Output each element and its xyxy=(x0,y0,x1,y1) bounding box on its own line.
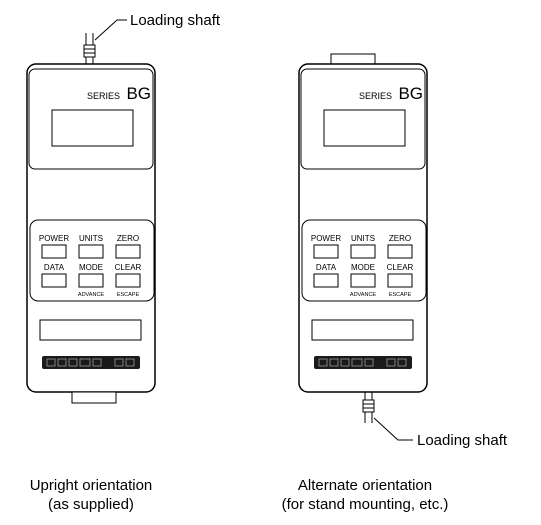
device-upright: Loading shaft SERIES BG POWER UNITS ZERO… xyxy=(26,12,221,404)
display-bezel xyxy=(300,68,426,170)
keypad-panel xyxy=(29,219,155,302)
power-label: POWER xyxy=(39,234,69,243)
loading-shaft-bottom xyxy=(362,392,375,423)
clear-label: CLEAR xyxy=(115,263,142,272)
mode-button[interactable] xyxy=(350,273,376,288)
series-label: SERIES BG xyxy=(359,84,423,103)
caption-alternate: Alternate orientation (for stand mountin… xyxy=(235,476,495,514)
brand-strip xyxy=(42,356,140,369)
units-button[interactable] xyxy=(350,244,376,259)
units-label: UNITS xyxy=(351,234,375,243)
zero-label: ZERO xyxy=(389,234,411,243)
caption-line-2: (as supplied) xyxy=(48,496,134,513)
advance-label: ADVANCE xyxy=(350,292,377,298)
mode-label: MODE xyxy=(351,263,375,272)
escape-label: ESCAPE xyxy=(117,292,140,298)
label-window xyxy=(311,319,414,341)
zero-button[interactable] xyxy=(115,244,141,259)
series-label: SERIES BG xyxy=(87,84,151,103)
units-label: UNITS xyxy=(79,234,103,243)
units-button[interactable] xyxy=(78,244,104,259)
brand-strip xyxy=(314,356,412,369)
loading-shaft-top xyxy=(83,33,96,64)
escape-label: ESCAPE xyxy=(389,292,412,298)
display-bezel xyxy=(28,68,154,170)
device-alternate: SERIES BG POWER UNITS ZERO DATA MODE CLE… xyxy=(298,53,508,449)
data-button[interactable] xyxy=(41,273,67,288)
power-button[interactable] xyxy=(313,244,339,259)
data-button[interactable] xyxy=(313,273,339,288)
mount-block-bottom xyxy=(71,391,117,404)
power-button[interactable] xyxy=(41,244,67,259)
shaft-label: Loading shaft xyxy=(130,12,221,29)
keypad-panel xyxy=(301,219,427,302)
caption-line-2: (for stand mounting, etc.) xyxy=(281,496,449,513)
display-window xyxy=(323,109,406,147)
shaft-leader-line xyxy=(94,19,127,41)
clear-button[interactable] xyxy=(115,273,141,288)
caption-line-1: Upright orientation xyxy=(29,477,153,494)
data-label: DATA xyxy=(316,263,337,272)
clear-button[interactable] xyxy=(387,273,413,288)
shaft-label: Loading shaft xyxy=(417,432,508,449)
caption-line-1: Alternate orientation xyxy=(297,477,433,494)
data-label: DATA xyxy=(44,263,65,272)
label-window xyxy=(39,319,142,341)
power-label: POWER xyxy=(311,234,341,243)
caption-upright: Upright orientation (as supplied) xyxy=(0,476,221,514)
zero-button[interactable] xyxy=(387,244,413,259)
shaft-leader-line xyxy=(373,417,413,441)
advance-label: ADVANCE xyxy=(78,292,105,298)
mode-button[interactable] xyxy=(78,273,104,288)
mode-label: MODE xyxy=(79,263,103,272)
zero-label: ZERO xyxy=(117,234,139,243)
display-window xyxy=(51,109,134,147)
clear-label: CLEAR xyxy=(387,263,414,272)
